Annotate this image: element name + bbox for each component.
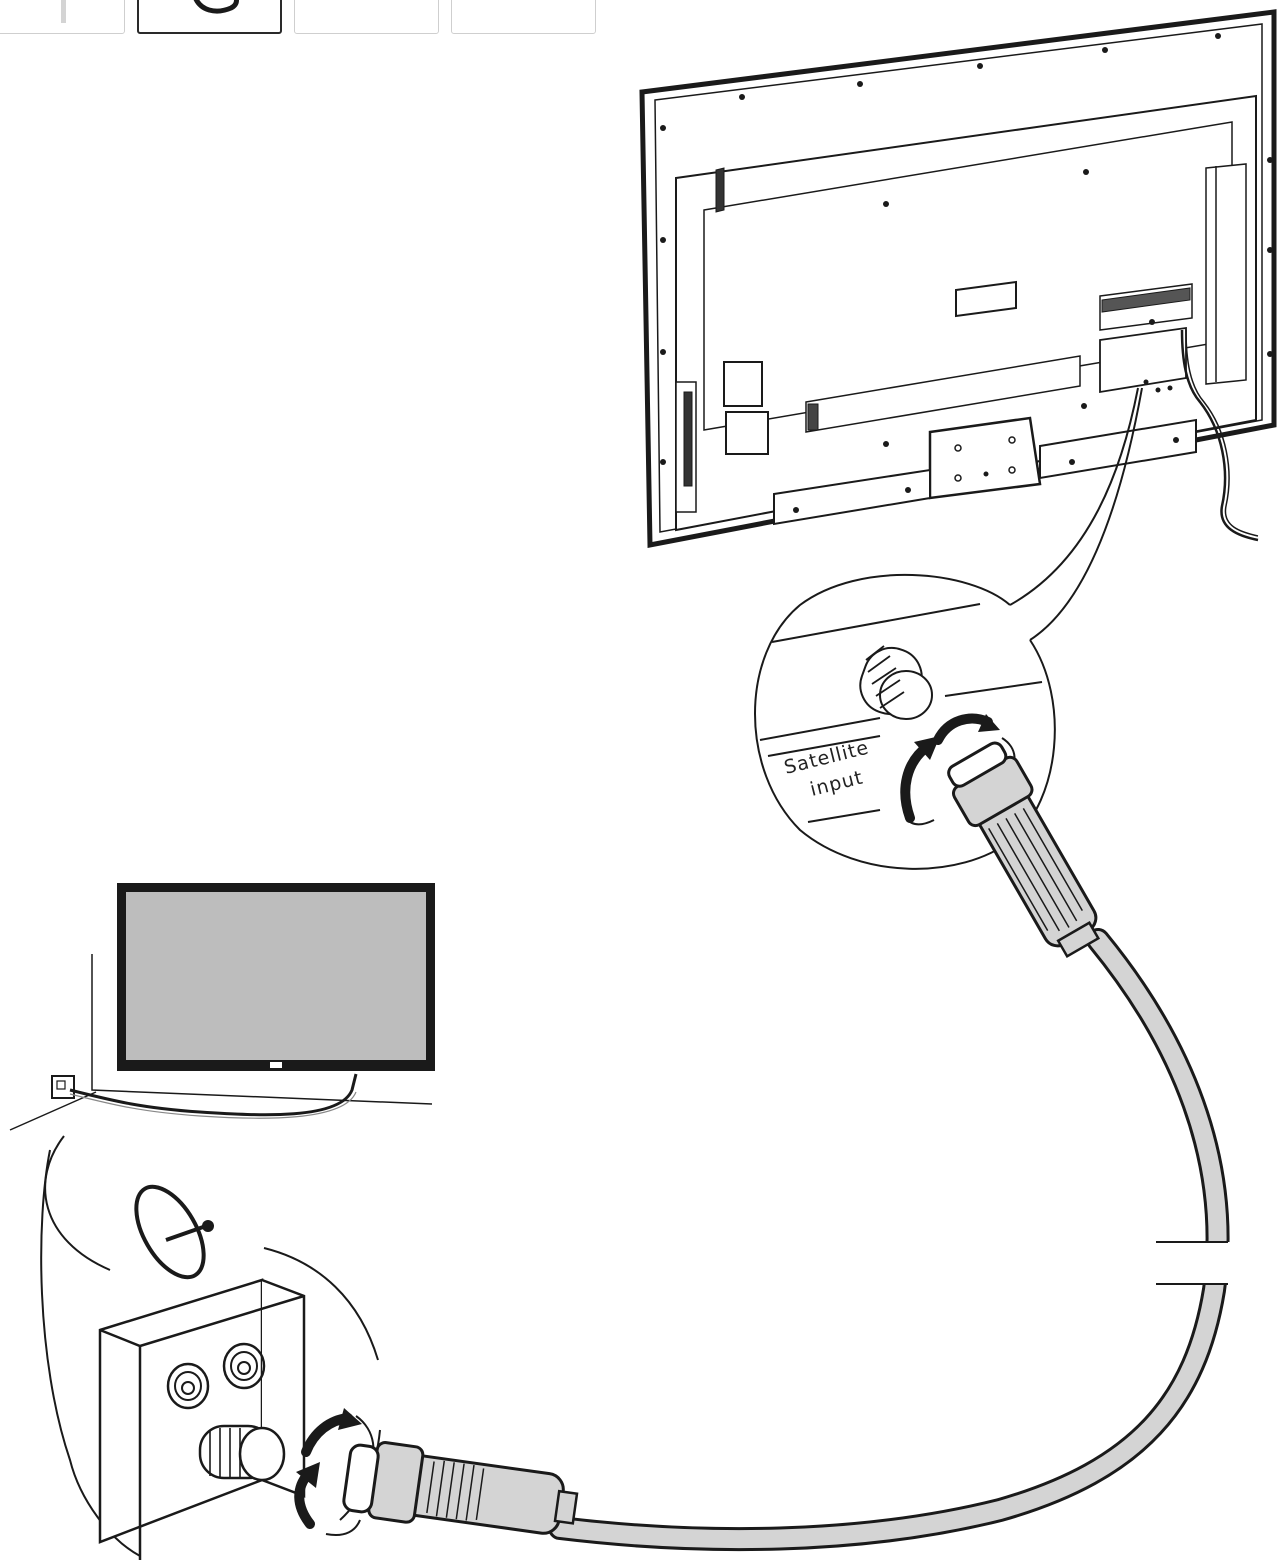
thumbnail-partial-icon: [61, 0, 66, 23]
thumbnail-2[interactable]: [137, 0, 282, 34]
tv-front-view: [9, 883, 435, 1131]
callout-label-line2: input: [808, 766, 866, 800]
satellite-input-callout: [754, 387, 1143, 870]
wall-socket: [98, 1278, 306, 1560]
cable-connector-top: [947, 741, 1101, 959]
wall-socket-callout: [40, 1135, 381, 1560]
cable-loop-icon: [193, 0, 239, 14]
thumbnail-4[interactable]: [451, 0, 596, 34]
satellite-input-port: [859, 645, 933, 720]
coaxial-cable: [548, 928, 1236, 1552]
thumbnail-strip: [0, 0, 596, 36]
thumbnail-3[interactable]: [294, 0, 439, 34]
tv-rear-panel: [639, 9, 1277, 549]
thumbnail-1[interactable]: [0, 0, 125, 34]
cable-connector-bottom: [342, 1441, 579, 1535]
satellite-dish-icon: [134, 1184, 214, 1280]
